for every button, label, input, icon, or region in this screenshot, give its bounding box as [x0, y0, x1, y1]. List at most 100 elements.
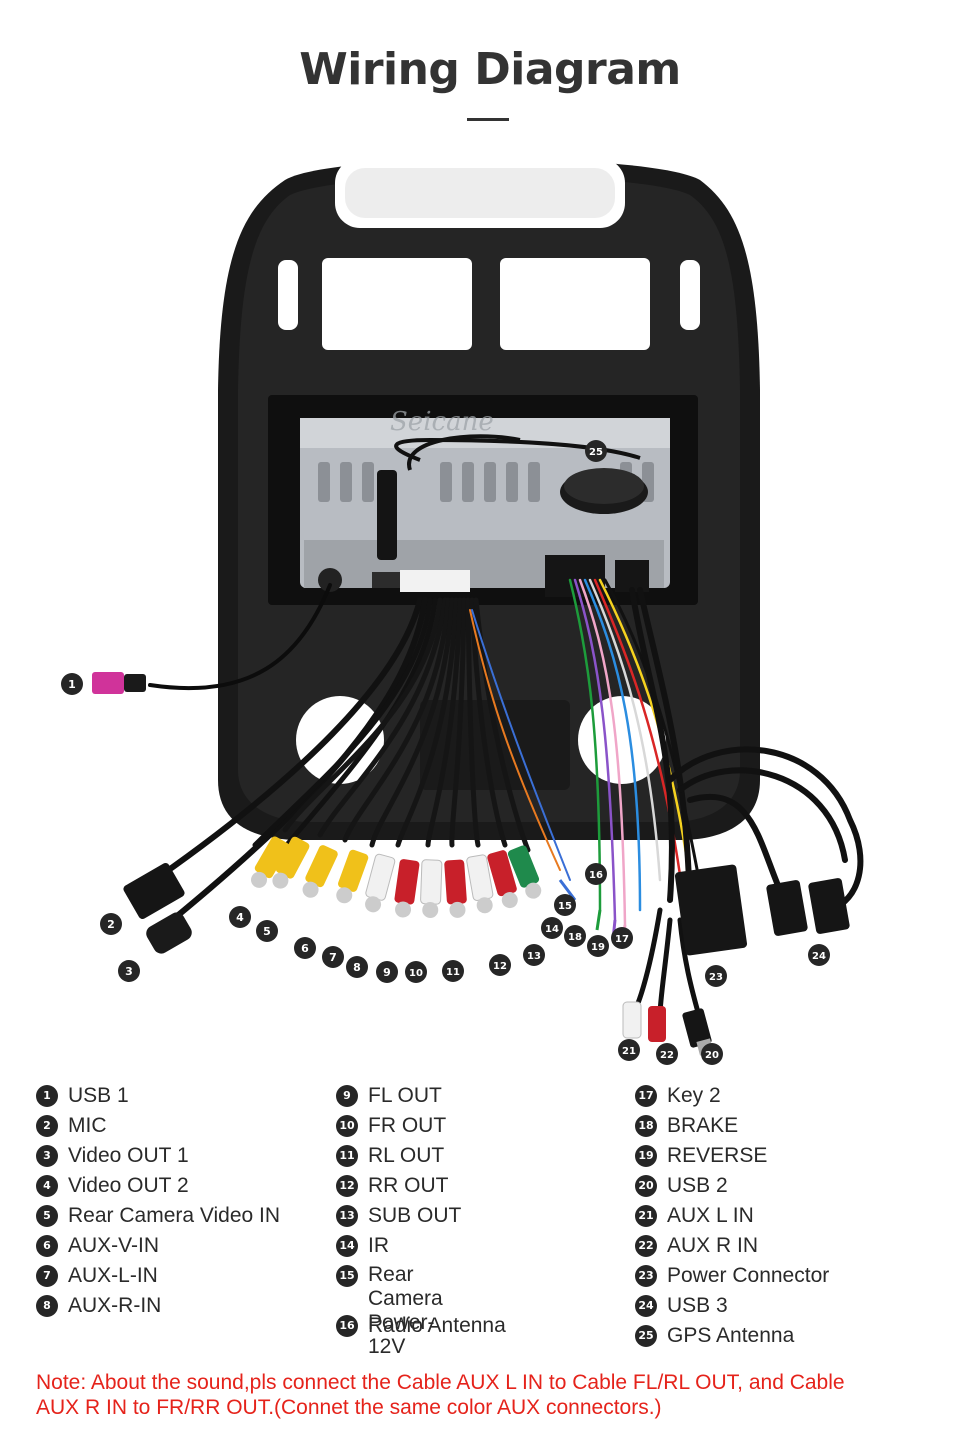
legend-label: Key 2 — [667, 1084, 721, 1107]
svg-text:4: 4 — [236, 911, 244, 924]
legend-label: SUB OUT — [368, 1204, 462, 1227]
legend-label: Radio Antenna — [368, 1314, 506, 1337]
legend-label: Power Connector — [667, 1264, 830, 1287]
svg-text:18: 18 — [568, 932, 582, 943]
svg-text:14: 14 — [545, 924, 559, 935]
callout-13: 13 — [523, 944, 545, 966]
legend-label: AUX R IN — [667, 1234, 759, 1257]
svg-text:23: 23 — [709, 972, 723, 983]
callout-25: 25 — [585, 440, 607, 462]
callout-12: 12 — [489, 954, 511, 976]
svg-text:16: 16 — [589, 870, 603, 881]
callout-1: 1 — [61, 673, 83, 695]
legend-number: 6 — [36, 1235, 58, 1257]
callout-18: 18 — [564, 925, 586, 947]
svg-text:20: 20 — [705, 1050, 719, 1061]
sound-connection-note: Note: About the sound,pls connect the Ca… — [36, 1371, 845, 1419]
legend-label: AUX-L-IN — [68, 1264, 158, 1287]
cable-harness — [137, 578, 864, 1023]
svg-text:6: 6 — [301, 942, 309, 955]
legend-label: RR OUT — [368, 1174, 449, 1197]
usb3-connectors — [766, 878, 850, 936]
legend-number: 5 — [36, 1205, 58, 1227]
svg-text:21: 21 — [622, 1046, 636, 1057]
legend-label: FR OUT — [368, 1114, 447, 1137]
legend-number: 15 — [336, 1265, 358, 1287]
callout-2: 2 — [100, 913, 122, 935]
legend-number: 4 — [36, 1175, 58, 1197]
legend-number: 7 — [36, 1265, 58, 1287]
mic-connector — [123, 863, 185, 919]
legend-number: 24 — [635, 1295, 657, 1317]
svg-text:3: 3 — [125, 965, 133, 978]
legend-number: 23 — [635, 1265, 657, 1287]
legend-number: 13 — [336, 1205, 358, 1227]
callout-16: 16 — [585, 863, 607, 885]
legend-label: GPS Antenna — [667, 1324, 795, 1347]
legend-number: 12 — [336, 1175, 358, 1197]
legend-label: USB 1 — [68, 1084, 129, 1107]
callout-3: 3 — [118, 960, 140, 982]
svg-text:15: 15 — [558, 901, 572, 912]
callout-8: 8 — [346, 956, 368, 978]
legend-label: AUX-V-IN — [68, 1234, 160, 1257]
svg-text:22: 22 — [660, 1050, 674, 1061]
legend-label: Rear Camera Video IN — [68, 1204, 281, 1227]
legend-number: 14 — [336, 1235, 358, 1257]
title-underline — [467, 118, 509, 121]
legend-label: REVERSE — [667, 1144, 768, 1167]
legend-label: MIC — [68, 1114, 107, 1137]
callout-22: 22 — [656, 1043, 678, 1065]
legend-number: 11 — [336, 1145, 358, 1167]
page-title: Wiring Diagram — [299, 44, 681, 95]
svg-text:7: 7 — [329, 951, 337, 964]
legend-label: Video OUT 2 — [68, 1174, 189, 1197]
callout-6: 6 — [294, 937, 316, 959]
legend-number: 8 — [36, 1295, 58, 1317]
legend-number: 16 — [336, 1315, 358, 1337]
legend-number: 9 — [336, 1085, 358, 1107]
wiring-diagram-illustration: Seicane — [61, 158, 864, 1065]
callout-17: 17 — [611, 927, 633, 949]
usb1-connector — [92, 672, 146, 694]
svg-text:12: 12 — [493, 961, 507, 972]
svg-text:25: 25 — [589, 447, 603, 458]
legend-label: Video OUT 1 — [68, 1144, 189, 1167]
svg-text:17: 17 — [615, 934, 629, 945]
wifi-antenna — [377, 470, 397, 560]
svg-text:1: 1 — [68, 678, 76, 691]
svg-text:11: 11 — [446, 967, 460, 978]
legend-label: USB 2 — [667, 1174, 728, 1197]
svg-text:2: 2 — [107, 918, 115, 931]
legend-number: 10 — [336, 1115, 358, 1137]
video-out-1-connector — [146, 912, 192, 954]
callout-4: 4 — [229, 906, 251, 928]
callout-10: 10 — [405, 961, 427, 983]
legend-number: 2 — [36, 1115, 58, 1137]
power-connector — [674, 864, 748, 956]
legend-number: 18 — [635, 1115, 657, 1137]
legend-label: IR — [368, 1234, 389, 1257]
legend-number: 20 — [635, 1175, 657, 1197]
legend-number: 3 — [36, 1145, 58, 1167]
svg-text:19: 19 — [591, 942, 605, 953]
legend-label: FL OUT — [368, 1084, 442, 1107]
legend-label: BRAKE — [667, 1114, 739, 1137]
callout-markers: 1 2 3 4 5 6 7 8 9 10 11 12 13 14 15 16 1… — [61, 440, 830, 1065]
legend-number: 21 — [635, 1205, 657, 1227]
seicane-watermark: Seicane — [390, 407, 494, 437]
callout-19: 19 — [587, 935, 609, 957]
legend-label: AUX-R-IN — [68, 1294, 162, 1317]
svg-text:5: 5 — [263, 925, 271, 938]
legend-number: 19 — [635, 1145, 657, 1167]
callout-5: 5 — [256, 920, 278, 942]
legend-number: 25 — [635, 1325, 657, 1347]
legend-number: 17 — [635, 1085, 657, 1107]
svg-text:10: 10 — [409, 968, 423, 979]
callout-15: 15 — [554, 894, 576, 916]
svg-text:8: 8 — [353, 961, 361, 974]
callout-7: 7 — [322, 946, 344, 968]
callout-23: 23 — [705, 965, 727, 987]
rca-plug-row — [251, 836, 542, 918]
legend-number: 1 — [36, 1085, 58, 1107]
